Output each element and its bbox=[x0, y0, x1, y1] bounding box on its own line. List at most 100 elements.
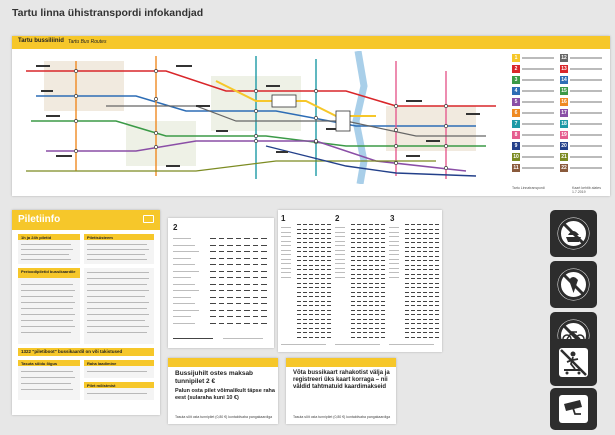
timetable-time-cell bbox=[235, 257, 241, 259]
timetable-time-cell bbox=[429, 336, 433, 338]
notice-note: Tasuta sõit osta tunnipilet (0,80 €) kon… bbox=[293, 415, 391, 419]
timetable-time-cell bbox=[417, 296, 421, 297]
timetable-time-cell bbox=[351, 224, 355, 225]
timetable-time-cell bbox=[423, 233, 427, 234]
timetable-time-cell bbox=[327, 318, 331, 320]
timetable-stop-row bbox=[335, 236, 345, 238]
timetable-time-cell bbox=[244, 244, 250, 246]
timetable-time-cell bbox=[303, 336, 307, 338]
timetable-time-cell bbox=[417, 251, 421, 252]
timetable-time-cell bbox=[235, 244, 241, 246]
timetable-time-cell bbox=[423, 296, 427, 297]
timetable-time-cell bbox=[261, 283, 267, 285]
timetable-time-cell bbox=[327, 309, 331, 311]
timetable-time-cell bbox=[411, 233, 415, 234]
timetable-time-cell bbox=[210, 303, 216, 305]
timetable-time-cell bbox=[244, 251, 250, 253]
timetable-time-cell bbox=[429, 242, 433, 243]
timetable-time-cell bbox=[429, 318, 433, 320]
timetable-time-cell bbox=[351, 323, 355, 324]
timetable-time-cell bbox=[297, 237, 301, 239]
timetable-time-cell bbox=[381, 282, 385, 284]
timetable-time-cell bbox=[405, 300, 409, 302]
timetable-time-cell bbox=[405, 296, 409, 297]
timetable-time-cell bbox=[227, 303, 233, 305]
timetable-time-cell bbox=[327, 300, 331, 302]
timetable-time-cell bbox=[363, 296, 367, 297]
timetable-time-cell bbox=[309, 314, 313, 315]
timetable-time-cell bbox=[369, 336, 373, 338]
timetable-time-cell bbox=[423, 278, 427, 279]
timetable-time-cell bbox=[363, 269, 367, 270]
timetable-time-cell bbox=[417, 264, 421, 266]
timetable-time-cell bbox=[375, 251, 379, 252]
timetable-time-cell bbox=[381, 273, 385, 275]
timetable-time-cell bbox=[429, 255, 433, 257]
timetable-time-cell bbox=[357, 242, 361, 243]
timetable-time-cell bbox=[321, 282, 325, 284]
legend-route-number: 20 bbox=[560, 142, 568, 150]
timetable-time-cell bbox=[321, 300, 325, 302]
legend-item: 15 bbox=[560, 87, 604, 96]
timetable-time-cell bbox=[210, 244, 216, 246]
timetable-time-cell bbox=[357, 273, 361, 275]
timetable-time-cell bbox=[303, 224, 307, 225]
timetable-time-cell bbox=[381, 269, 385, 270]
timetable-time-cell bbox=[303, 314, 307, 315]
timetable-time-cell bbox=[429, 260, 433, 261]
timetable-time-cell bbox=[357, 269, 361, 270]
timetable-time-cell bbox=[369, 273, 373, 275]
timetable-time-cell bbox=[261, 257, 267, 259]
legend-route-text bbox=[522, 167, 554, 169]
timetable-time-cell bbox=[423, 273, 427, 275]
timetable-time-cell bbox=[351, 305, 355, 306]
timetable-time-cell bbox=[423, 314, 427, 315]
timetable-time-cell bbox=[423, 332, 427, 333]
timetable-time-cell bbox=[435, 278, 439, 279]
timetable-time-cell bbox=[297, 314, 301, 315]
timetable-time-cell bbox=[435, 287, 439, 288]
legend-route-number: 4 bbox=[512, 87, 520, 95]
timetable-stop-row bbox=[335, 227, 345, 229]
timetable-time-cell bbox=[351, 233, 355, 234]
timetable-time-cell bbox=[210, 251, 216, 253]
timetable-time-cell bbox=[261, 251, 267, 253]
timetable-time-cell bbox=[411, 246, 415, 248]
timetable-stop-row bbox=[335, 258, 345, 260]
timetable-time-cell bbox=[315, 309, 319, 311]
timetable-time-cell bbox=[363, 300, 367, 302]
timetable-time-cell bbox=[435, 260, 439, 261]
timetable-time-cell bbox=[327, 269, 331, 270]
timetable-time-cell bbox=[297, 251, 301, 252]
timetable-stop-row bbox=[389, 245, 399, 247]
legend-route-text bbox=[522, 57, 554, 59]
timetable-time-cell bbox=[327, 296, 331, 297]
timetable-time-cell bbox=[351, 255, 355, 257]
timetable-time-cell bbox=[351, 309, 355, 311]
timetable-time-cell bbox=[210, 270, 216, 272]
no-ice-cream-sign bbox=[550, 261, 597, 308]
timetable-time-cell bbox=[227, 238, 233, 240]
ticket-block: Tasuta sõidu õigus bbox=[18, 360, 80, 400]
timetable-time-cell bbox=[321, 233, 325, 234]
timetable-time-cell bbox=[381, 224, 385, 225]
timetable-time-cell bbox=[321, 287, 325, 288]
timetable-stop-row bbox=[335, 272, 345, 274]
legend-item: 11 bbox=[512, 164, 556, 173]
timetable-time-cell bbox=[357, 224, 361, 225]
timetable-time-cell bbox=[435, 282, 439, 284]
ticket-banner-text: 1322 "piletiboot" bussikaardil on või ta… bbox=[21, 349, 123, 354]
timetable-time-cell bbox=[351, 278, 355, 279]
timetable-time-cell bbox=[369, 291, 373, 293]
legend-route-number: 21 bbox=[560, 153, 568, 161]
timetable-time-cell bbox=[423, 224, 427, 225]
timetable-time-cell bbox=[327, 242, 331, 243]
timetable-time-cell bbox=[435, 314, 439, 315]
timetable-time-cell bbox=[405, 264, 409, 266]
timetable-footer bbox=[281, 344, 326, 346]
timetable-time-cell bbox=[435, 246, 439, 248]
timetable-time-cell bbox=[411, 260, 415, 261]
timetable-time-cell bbox=[309, 291, 313, 293]
timetable-time-cell bbox=[429, 278, 433, 279]
cctv-camera-sign bbox=[550, 388, 597, 430]
